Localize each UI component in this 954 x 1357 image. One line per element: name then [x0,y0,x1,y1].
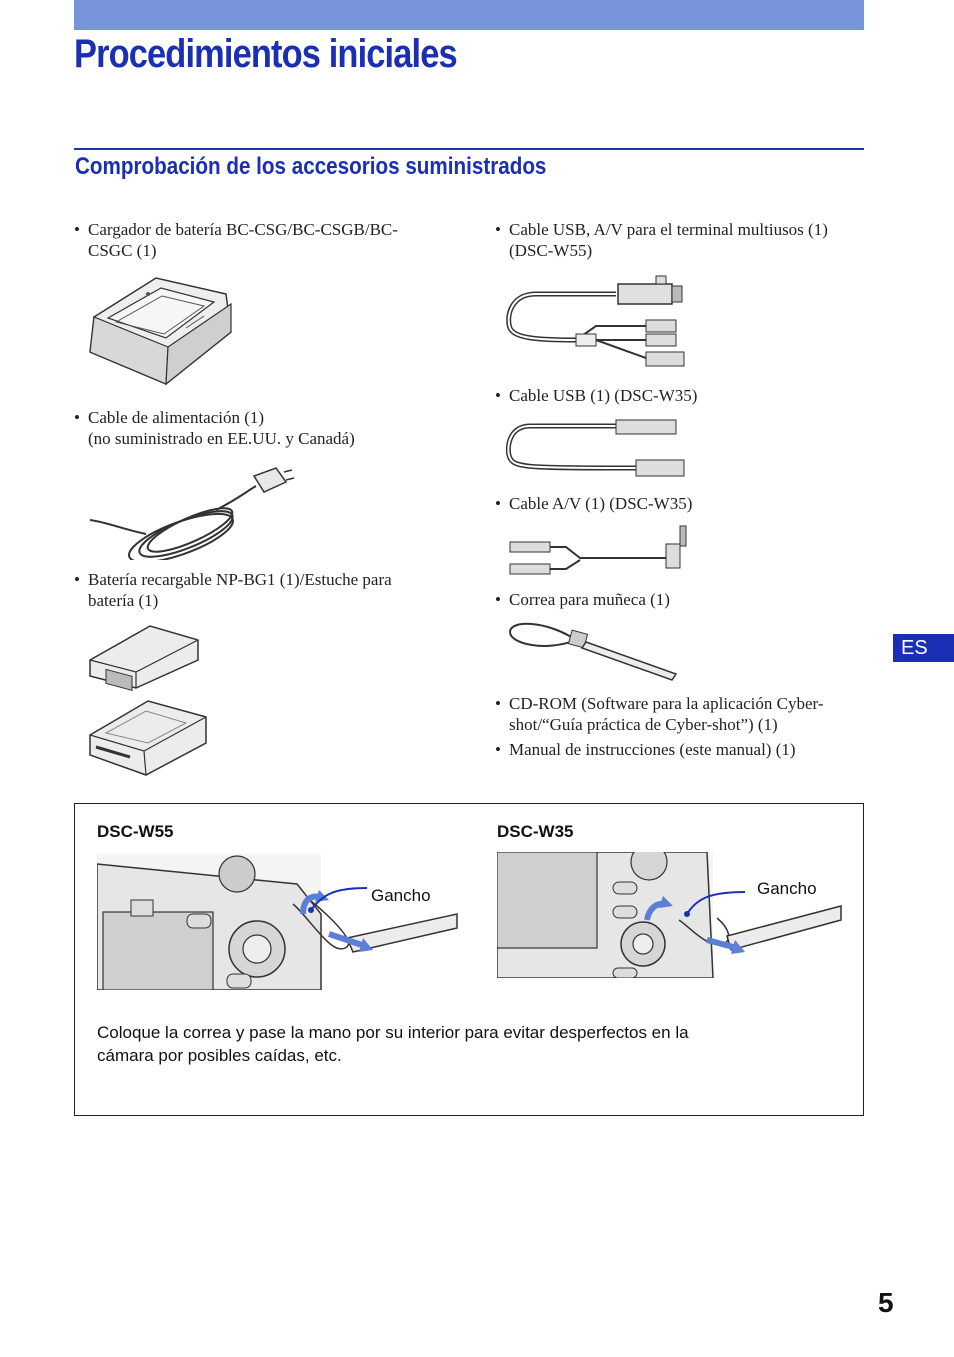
battery-illustration [89,625,199,691]
model-label-w35: DSC-W35 [497,822,574,841]
strap-note: Coloque la correa y pase la mano por su … [97,1021,817,1067]
item-line: CD-ROM (Software para la aplicación Cybe… [509,694,824,713]
accessory-item-battery: • Batería recargable NP-BG1 (1)/Estuche … [74,569,468,611]
item-line: Cable de alimentación (1) [88,408,265,427]
header-color-bar [74,0,864,30]
camera-w35-strap-illustration [497,852,842,978]
battery-case-illustration [89,700,207,776]
language-tab: ES [893,634,954,662]
item-line: Manual de instrucciones (este manual) (1… [509,740,796,759]
battery-charger-illustration [89,277,232,386]
item-line: shot/“Guía práctica de Cyber-shot”) (1) [509,715,778,734]
item-line: CSGC (1) [88,241,157,260]
accessory-item-power-cord: • Cable de alimentación (1) (no suminist… [74,407,468,449]
usb-av-cable-illustration [506,275,685,367]
item-line: batería (1) [88,591,159,610]
av-cable-illustration [509,525,687,575]
bullet: • [74,570,80,589]
item-line: Cargador de batería BC-CSG/BC-CSGB/BC- [88,220,398,239]
note-line: Coloque la correa y pase la mano por su … [97,1023,689,1042]
hook-label-w55: Gancho [371,886,431,905]
accessory-item-cd-rom: • CD-ROM (Software para la aplicación Cy… [495,693,879,735]
item-line: Cable A/V (1) (DSC-W35) [509,494,693,513]
bullet: • [74,220,80,239]
accessory-item-usb-av-cable: • Cable USB, A/V para el terminal multiu… [495,219,879,261]
item-line: Cable USB, A/V para el terminal multiuso… [509,220,828,239]
page-number: 5 [878,1287,894,1318]
strap-attachment-box: DSC-W55 DSC-W35 Gancho [74,803,864,1116]
accessory-item-manual: • Manual de instrucciones (este manual) … [495,739,879,760]
item-line: Batería recargable NP-BG1 (1)/Estuche pa… [88,570,392,589]
hook-label-w35: Gancho [757,879,817,898]
accessory-item-av-cable: • Cable A/V (1) (DSC-W35) [495,493,879,514]
camera-w55-strap-illustration [97,854,458,990]
bullet: • [495,590,501,609]
item-line: Correa para muñeca (1) [509,590,670,609]
bullet: • [495,694,501,713]
accessory-item-charger: • Cargador de batería BC-CSG/BC-CSGB/BC-… [74,219,468,261]
bullet: • [495,386,501,405]
bullet: • [495,220,501,239]
bullet: • [495,740,501,759]
accessory-item-usb-cable: • Cable USB (1) (DSC-W35) [495,385,879,406]
item-line: (DSC-W55) [509,241,593,260]
accessory-item-wrist-strap: • Correa para muñeca (1) [495,589,879,610]
item-line: (no suministrado en EE.UU. y Canadá) [88,429,355,448]
item-line: Cable USB (1) (DSC-W35) [509,386,698,405]
wrist-strap-illustration [508,622,678,681]
power-cord-illustration [89,467,295,560]
bullet: • [495,494,501,513]
section-title: Comprobación de los accesorios suministr… [75,153,547,180]
note-line: cámara por posibles caídas, etc. [97,1046,342,1065]
usb-cable-illustration [506,419,685,477]
section-rule [74,148,864,150]
bullet: • [74,408,80,427]
model-label-w55: DSC-W55 [97,822,174,841]
page-title: Procedimientos iniciales [74,32,458,76]
